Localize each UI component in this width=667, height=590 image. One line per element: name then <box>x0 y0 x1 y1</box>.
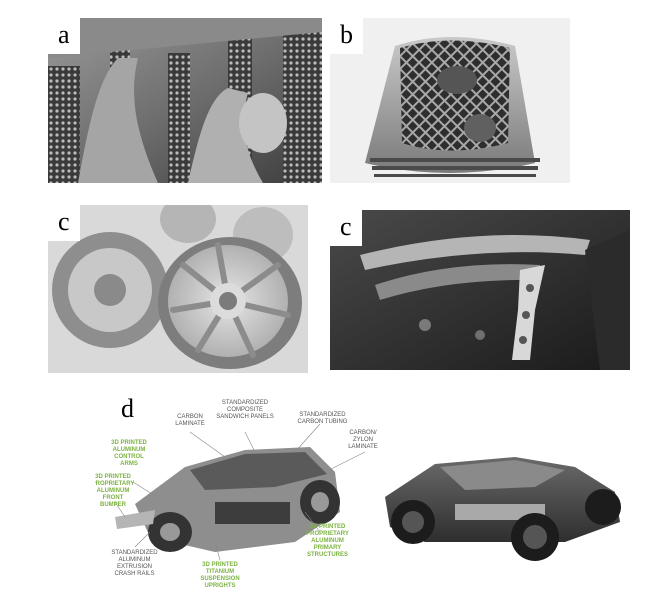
impeller-image <box>48 205 308 373</box>
car-chassis-image <box>114 423 621 561</box>
callout-front-bumper: 3D PRINTED PROPRIETARY ALUMINUM FRONT BU… <box>95 474 135 508</box>
lattice-piston-image <box>330 18 570 183</box>
callout-composite-panels: STANDARDIZED COMPOSITE SANDWICH PANELS <box>216 400 274 420</box>
callout-primary-structures: 3D PRINTED PROPRIETARY ALUMINUM PRIMARY … <box>306 524 349 558</box>
lattice-block-image <box>48 18 322 183</box>
panel-a: a <box>48 18 322 183</box>
panel-label-c-right: c <box>330 210 362 246</box>
panel-label-b: b <box>330 18 363 54</box>
panel-b: b <box>330 18 570 183</box>
bracket-image <box>330 210 630 370</box>
callout-carbon-laminate: CARBON LAMINATE <box>175 414 205 427</box>
callout-carbon-tubing: STANDARDIZED CARBON TUBING <box>297 412 348 425</box>
panel-label-a: a <box>48 18 80 54</box>
panel-label-c-left: c <box>48 205 80 241</box>
callout-control-arms: 3D PRINTED ALUMINUM CONTROL ARMS <box>111 440 147 467</box>
callout-carbon-zylon: CARBON/ ZYLON LAMINATE <box>348 430 378 450</box>
callout-crash-rails: STANDARDIZED ALUMINUM EXTRUSION CRASH RA… <box>111 550 158 577</box>
panel-d: d CARBON LAMINATE STANDARDIZED COMPOSITE… <box>95 392 650 590</box>
callout-suspension-uprights: 3D PRINTED TITANIUM SUSPENSION UPRIGHTS <box>200 562 240 589</box>
panel-c-bracket: c <box>330 210 630 370</box>
panel-c-impellers: c <box>48 205 308 373</box>
panel-label-d: d <box>111 392 144 428</box>
